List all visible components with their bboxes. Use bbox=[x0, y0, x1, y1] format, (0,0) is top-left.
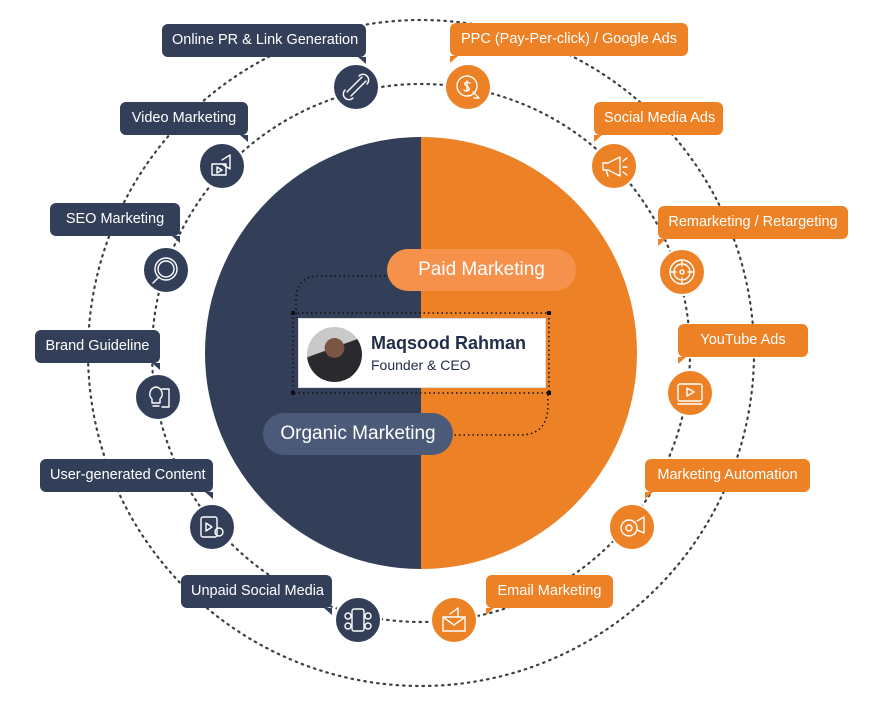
avatar bbox=[307, 327, 362, 382]
label-video-marketing: Video Marketing bbox=[120, 102, 248, 142]
label-online-pr: Online PR & Link Generation bbox=[162, 24, 366, 64]
link-icon bbox=[332, 63, 380, 111]
label-unpaid-social-media: Unpaid Social Media bbox=[181, 575, 332, 615]
label-social-media-ads: Social Media Ads bbox=[594, 102, 723, 142]
gear-megaphone-icon bbox=[608, 503, 656, 551]
label-seo-marketing: SEO Marketing bbox=[50, 203, 180, 243]
card-selection-frame bbox=[292, 312, 550, 394]
video-player-icon bbox=[666, 369, 714, 417]
selection-handles bbox=[291, 311, 551, 395]
label-ppc: PPC (Pay-Per-click) / Google Ads bbox=[450, 23, 688, 63]
lightbulb-document-icon bbox=[134, 373, 182, 421]
label-email-marketing: Email Marketing bbox=[486, 575, 613, 615]
video-megaphone-icon bbox=[198, 142, 246, 190]
megaphone-icon bbox=[590, 142, 638, 190]
dollar-click-icon bbox=[444, 63, 492, 111]
profile-name: Maqsood Rahman bbox=[371, 333, 527, 353]
seo-magnifier-icon bbox=[142, 246, 190, 294]
target-icon bbox=[658, 248, 706, 296]
email-megaphone-icon bbox=[430, 596, 478, 644]
content-tablet-icon bbox=[188, 503, 236, 551]
label-youtube-ads: YouTube Ads bbox=[678, 324, 808, 364]
label-brand-guideline: Brand Guideline bbox=[35, 330, 160, 370]
organic-marketing-pill: Organic Marketing bbox=[263, 413, 453, 455]
label-marketing-automation: Marketing Automation bbox=[645, 459, 810, 499]
smartphone-social-icon bbox=[334, 596, 382, 644]
profile-role: Founder & CEO bbox=[371, 357, 471, 373]
label-remarketing: Remarketing / Retargeting bbox=[658, 206, 848, 246]
label-user-generated-content: User-generated Content bbox=[40, 459, 213, 499]
profile-card: Maqsood Rahman Founder & CEO bbox=[298, 318, 546, 388]
paid-connector bbox=[295, 275, 390, 318]
paid-marketing-pill: Paid Marketing bbox=[387, 249, 576, 291]
